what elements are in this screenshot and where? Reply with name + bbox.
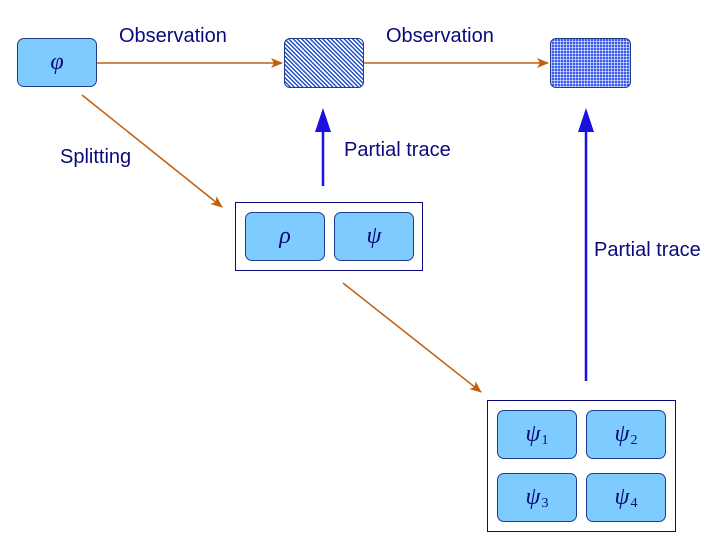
rho-symbol: ρ	[279, 223, 291, 249]
splitting-arrow-1	[81, 94, 223, 208]
partial-trace-label-1: Partial trace	[344, 139, 451, 161]
split-quad-frame	[487, 400, 676, 532]
partial-trace-arrowhead-2	[578, 108, 594, 132]
psi2-symbol: ψ	[614, 421, 630, 447]
observation-label-1: Observation	[119, 25, 227, 47]
observed-state-dotted-hatched	[550, 38, 631, 88]
phi-symbol: φ	[50, 49, 64, 75]
observation-label-2: Observation	[386, 25, 494, 47]
partial-trace-label-2: Partial trace	[594, 239, 701, 261]
rho-state-node: ρ	[245, 212, 325, 261]
partial-trace-arrowhead-1	[315, 108, 331, 132]
psi4-symbol: ψ	[614, 484, 630, 510]
splitting-label: Splitting	[60, 146, 132, 168]
split-pair-frame	[235, 202, 423, 271]
psi1-subscript: 1	[541, 432, 549, 448]
psi-state-node: ψ	[334, 212, 414, 261]
psi1-symbol: ψ	[525, 421, 541, 447]
phi-state-node: φ	[17, 38, 97, 87]
psi3-symbol: ψ	[525, 484, 541, 510]
psi-symbol: ψ	[366, 223, 382, 249]
psi4-subscript: 4	[630, 495, 638, 511]
splitting-arrow-2	[342, 282, 482, 393]
psi2-subscript: 2	[630, 432, 638, 448]
observed-state-diagonal-hatched	[284, 38, 364, 88]
psi3-subscript: 3	[541, 495, 549, 511]
